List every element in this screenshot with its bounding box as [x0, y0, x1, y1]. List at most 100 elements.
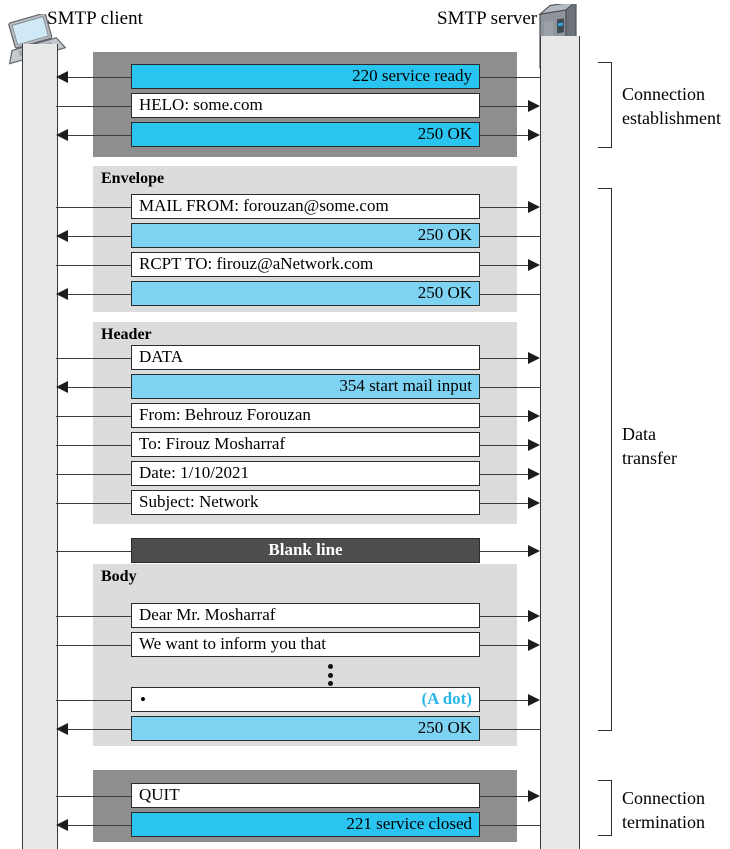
connector-right-9: [479, 387, 541, 388]
arrowhead-right-15: [528, 610, 540, 622]
connector-right-2: [479, 106, 529, 107]
connector-left-15: [56, 616, 132, 617]
connector-left-14: [56, 551, 132, 552]
message-quit: QUIT: [131, 783, 480, 808]
connector-left-4: [56, 207, 132, 208]
connector-right-7: [479, 294, 541, 295]
brace-label-line1: Connection: [622, 84, 705, 104]
brace-label-connection-establishment: Connection establishment: [622, 82, 721, 130]
connector-right-6: [479, 265, 529, 266]
message-220-service-ready: 220 service ready: [131, 64, 480, 89]
connector-left-11: [56, 445, 132, 446]
message-221-service-closed: 221 service closed: [131, 812, 480, 837]
message-data: DATA: [131, 345, 480, 370]
message-mail-from: MAIL FROM: forouzan@some.com: [131, 194, 480, 219]
arrowhead-left-7: [56, 288, 68, 300]
server-label: SMTP server: [437, 8, 538, 29]
message-blank-line: Blank line: [131, 538, 480, 563]
connector-right-19: [479, 796, 529, 797]
message-from-header: From: Behrouz Forouzan: [131, 403, 480, 428]
connector-right-20: [479, 825, 541, 826]
brace-label-line1: Data: [622, 424, 656, 444]
arrowhead-right-11: [528, 439, 540, 451]
arrowhead-right-4: [528, 201, 540, 213]
connector-right-14: [479, 551, 529, 552]
connector-left-10: [56, 416, 132, 417]
connector-right-13: [479, 503, 529, 504]
connector-right-12: [479, 474, 529, 475]
brace-label-line2: establishment: [622, 108, 721, 128]
arrowhead-right-13: [528, 497, 540, 509]
arrowhead-left-20: [56, 819, 68, 831]
connector-left-1: [68, 77, 132, 78]
connector-left-17: [56, 700, 132, 701]
connector-left-5: [68, 236, 132, 237]
message-250-ok-end-of-data: 250 OK: [131, 716, 480, 741]
arrowhead-right-19: [528, 790, 540, 802]
brace-data-transfer: [598, 188, 612, 731]
client-lifeline: [22, 44, 58, 849]
arrowhead-right-14: [528, 545, 540, 557]
connector-left-9: [68, 387, 132, 388]
message-helo: HELO: some.com: [131, 93, 480, 118]
end-of-data-bullet-icon: •: [140, 690, 146, 709]
message-subject-header: Subject: Network: [131, 490, 480, 515]
arrowhead-left-5: [56, 230, 68, 242]
connector-left-19: [56, 796, 132, 797]
message-250-ok-mail-from: 250 OK: [131, 223, 480, 248]
connector-right-16: [479, 645, 529, 646]
arrowhead-right-3: [528, 129, 540, 141]
server-lifeline: [540, 36, 580, 849]
message-rcpt-to: RCPT TO: firouz@aNetwork.com: [131, 252, 480, 277]
header-title: Header: [101, 326, 152, 343]
connector-right-1: [479, 77, 541, 78]
message-to-header: To: Firouz Mosharraf: [131, 432, 480, 457]
arrowhead-right-10: [528, 410, 540, 422]
connector-left-16: [56, 645, 132, 646]
body-title: Body: [101, 568, 137, 585]
brace-connection-termination: [598, 780, 612, 836]
connector-left-3: [68, 135, 132, 136]
message-body-greeting: Dear Mr. Mosharraf: [131, 603, 480, 628]
connector-left-8: [56, 358, 132, 359]
connector-right-8: [479, 358, 529, 359]
message-end-of-data-dot: • (A dot): [131, 687, 480, 712]
connector-right-17: [479, 700, 529, 701]
connector-left-12: [56, 474, 132, 475]
message-body-text: We want to inform you that: [131, 632, 480, 657]
message-354-start-mail-input: 354 start mail input: [131, 374, 480, 399]
arrowhead-left-18: [56, 723, 68, 735]
arrowhead-left-1: [56, 71, 68, 83]
connector-left-6: [56, 265, 132, 266]
connector-right-18: [479, 729, 541, 730]
end-of-data-annotation: (A dot): [421, 689, 472, 708]
arrowhead-right-12: [528, 468, 540, 480]
arrowhead-right-8: [528, 352, 540, 364]
connector-right-11: [479, 445, 529, 446]
message-250-ok-rcpt-to: 250 OK: [131, 281, 480, 306]
envelope-title: Envelope: [101, 170, 165, 187]
brace-connection-establishment: [598, 62, 612, 148]
message-250-ok-helo: 250 OK: [131, 122, 480, 147]
connector-right-15: [479, 616, 529, 617]
client-label: SMTP client: [47, 8, 143, 29]
connector-left-13: [56, 503, 132, 504]
brace-label-line2: transfer: [622, 448, 677, 468]
connector-left-2: [56, 106, 132, 107]
connector-left-7: [68, 294, 132, 295]
arrowhead-right-17: [528, 694, 540, 706]
connector-right-3: [479, 135, 529, 136]
connector-left-20: [68, 825, 132, 826]
arrowhead-left-9: [56, 381, 68, 393]
brace-label-line2: termination: [622, 812, 705, 832]
arrowhead-right-2: [528, 100, 540, 112]
brace-label-line1: Connection: [622, 788, 705, 808]
connector-right-4: [479, 207, 529, 208]
connector-right-5: [479, 236, 541, 237]
vertical-ellipsis-icon: [327, 664, 333, 686]
brace-label-connection-termination: Connection termination: [622, 786, 705, 834]
arrowhead-left-3: [56, 129, 68, 141]
brace-label-data-transfer: Data transfer: [622, 422, 677, 470]
message-date-header: Date: 1/10/2021: [131, 461, 480, 486]
